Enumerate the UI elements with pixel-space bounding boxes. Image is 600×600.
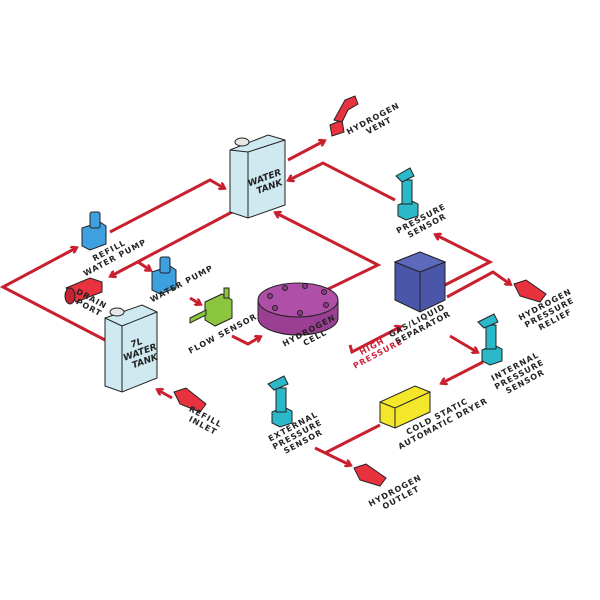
refill-inlet[interactable]: REFILL INLET [173,387,227,439]
pressure-sensor[interactable]: PRESSURE SENSOR [395,167,455,243]
pipe-dryer-to-external-sensor [324,423,381,455]
pipe-separator-to-internal-sensor [449,334,477,352]
refill-water-pump[interactable]: REFILL WATER PUMP [78,211,148,278]
external-pressure-sensor[interactable]: EXTERNAL PRESSURE SENSOR [267,375,331,459]
tank-7l-label-1: 7L [129,337,144,351]
pipe-water-tank-to-drain-port [111,210,233,276]
pipe-flow-sensor-to-cell [231,334,260,346]
pipe-separator-to-pressure-relief [446,270,510,299]
drain-port[interactable]: DRAIN PORT [64,277,112,321]
pipe-internal-sensor-to-dryer [442,360,484,383]
water-tank-7l[interactable]: 7L WATER TANK [104,304,165,393]
water-pump[interactable]: WATER PUMP [149,256,215,304]
pipe-water-pump-to-flow-sensor [189,296,200,304]
svg-text:REFILL INLET: REFILL INLET [183,404,227,439]
pipe-cell-to-water-tank [276,213,382,294]
hydrogen-cell[interactable]: HYDROGEN CELL [257,282,345,356]
pipe-refill-inlet-to-7l-tank [158,390,173,400]
pipe-7l-tank-to-refill-pump [0,248,106,342]
pipe-external-sensor-to-outlet [314,446,350,465]
hydrogen-vent[interactable]: HYDROGEN VENT [329,95,409,144]
pipe-pressure-sensor-to-water-tank [289,161,396,202]
water-tank[interactable]: WATER TANK [229,134,289,219]
hydrogen-pressure-relief[interactable]: HYDROGEN PRESSURE RELIEF [513,279,585,338]
pipe-cell-to-separator-high-pressure [348,327,400,355]
gas-liquid-separator[interactable]: GAS/LIQUID SEPARATOR [387,251,454,347]
pipe-branch-to-water-pump [137,260,150,270]
pipes [0,141,510,465]
pipe-water-tank-to-vent [287,141,324,162]
cold-static-automatic-dryer[interactable]: COLD STATIC AUTOMATIC DRYER [379,385,489,451]
pipe-refill-pump-to-water-tank [109,178,224,234]
pipe-separator-to-pressure-sensor [436,235,494,287]
hydrogen-outlet[interactable]: HYDROGEN OUTLET [353,463,431,516]
